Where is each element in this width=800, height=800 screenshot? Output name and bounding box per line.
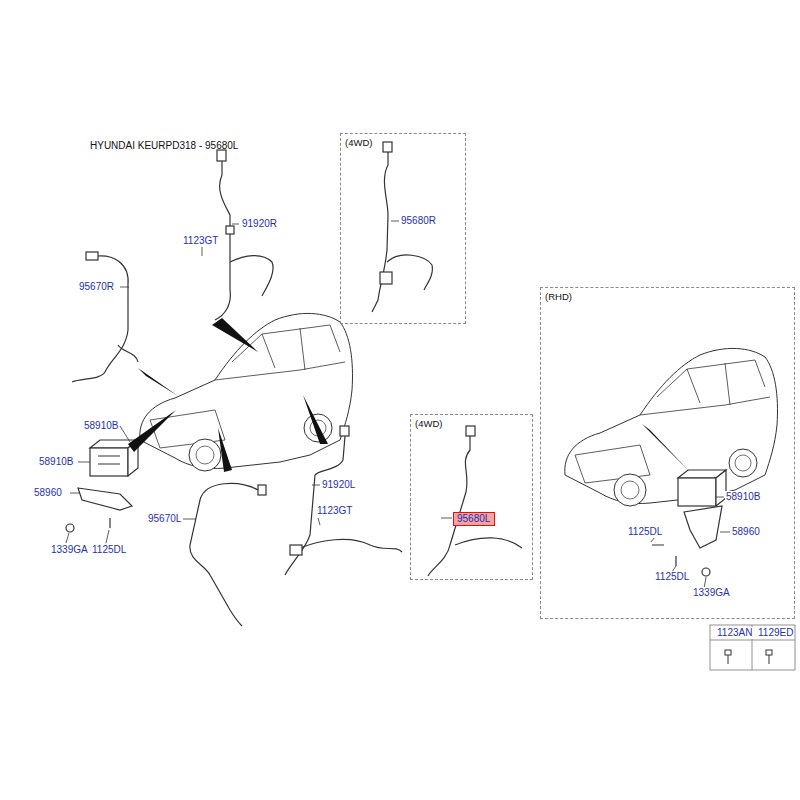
part-number: 1123AN bbox=[716, 627, 753, 639]
part-number: 1123GT bbox=[316, 505, 353, 517]
part-number: 1125DL bbox=[654, 571, 690, 583]
part-number: 58910B bbox=[83, 420, 119, 432]
part-number: 1129ED bbox=[757, 627, 794, 639]
group-frame: (4WD) 95680L bbox=[410, 414, 533, 580]
part-number: 95670L bbox=[147, 513, 182, 525]
part-number: 95670R bbox=[78, 281, 115, 293]
group-heading: (RHD) bbox=[545, 291, 572, 302]
part-number: 58960 bbox=[731, 526, 761, 538]
group-frame: (4WD) bbox=[340, 133, 466, 324]
callout-number: 95680L bbox=[457, 513, 490, 525]
part-number: 1125DL bbox=[627, 526, 663, 538]
part-number: 58960 bbox=[33, 487, 63, 499]
part-number: 58910B bbox=[725, 491, 761, 503]
part-number: 1339GA bbox=[50, 544, 89, 556]
part-number: 1123GT bbox=[182, 235, 219, 247]
highlighted-callout: 95680L bbox=[453, 512, 495, 526]
part-number: 91920R bbox=[241, 218, 278, 230]
group-frame: (RHD) bbox=[540, 287, 795, 619]
group-heading: (4WD) bbox=[415, 418, 442, 429]
part-number: 1125DL bbox=[91, 544, 127, 556]
group-heading: (4WD) bbox=[345, 137, 372, 148]
part-number: 95680R bbox=[400, 215, 437, 227]
part-number: 1339GA bbox=[692, 587, 731, 599]
diagram-title: HYUNDAI KEURPD318 - 95680L bbox=[90, 140, 238, 152]
part-number: 91920L bbox=[321, 479, 356, 491]
part-number: 58910B bbox=[38, 456, 74, 468]
